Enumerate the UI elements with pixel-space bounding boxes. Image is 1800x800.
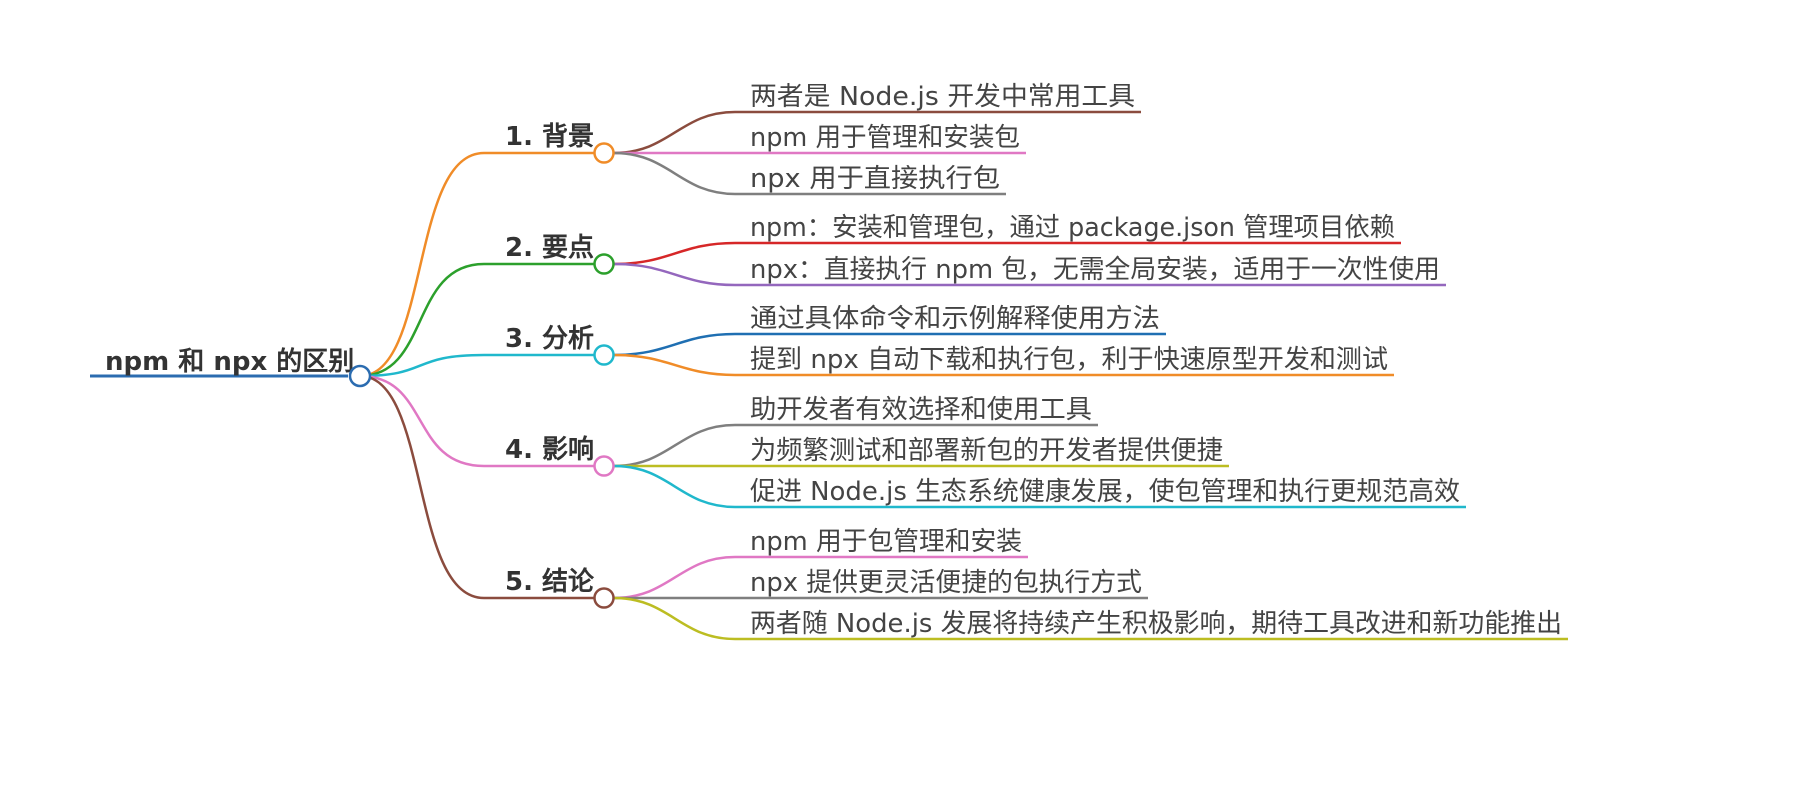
leaf-topic-label[interactable]: 促进 Node.js 生态系统健康发展，使包管理和执行更规范高效 — [750, 477, 1460, 507]
leaf-connector — [613, 423, 736, 468]
leaf-topic-label[interactable]: npx：直接执行 npm 包，无需全局安装，适用于一次性使用 — [750, 255, 1440, 285]
leaf-connector — [613, 332, 736, 357]
branch-connector — [359, 374, 485, 600]
leaf-topic-label[interactable]: 提到 npx 自动下载和执行包，利于快速原型开发和测试 — [750, 345, 1388, 375]
leaf-connector — [613, 555, 736, 600]
leaf-topic-label[interactable]: npx 用于直接执行包 — [750, 164, 1000, 194]
branch-topic-label[interactable]: 4. 影响 — [505, 434, 594, 465]
root-topic-label[interactable]: npm 和 npx 的区别 — [105, 346, 354, 377]
branch-node-circle[interactable] — [593, 253, 615, 275]
leaf-connector — [613, 241, 736, 266]
branch-topic-label[interactable]: 2. 要点 — [505, 232, 594, 263]
branch-connector — [359, 353, 485, 378]
leaf-connector — [613, 262, 736, 287]
leaf-connector — [613, 353, 736, 377]
branch-topic-label[interactable]: 3. 分析 — [505, 324, 594, 354]
leaf-topic-label[interactable]: 通过具体命令和示例解释使用方法 — [750, 304, 1160, 334]
leaf-topic-label[interactable]: npm 用于管理和安装包 — [750, 123, 1020, 153]
mind-map-nodes: npm 和 npx 的区别 1. 背景 两者是 Node.js 开发中常用工具 np… — [105, 82, 1562, 639]
leaf-topic-label[interactable]: 为频繁测试和部署新包的开发者提供便捷 — [750, 436, 1223, 466]
branch-connector — [359, 374, 485, 468]
branch-topic-label[interactable]: 1. 背景 — [505, 122, 594, 152]
leaf-connector — [613, 110, 736, 155]
branch-connector — [359, 151, 485, 378]
branch-node-circle[interactable] — [593, 587, 615, 609]
leaf-connector — [613, 464, 736, 509]
leaf-topic-label[interactable]: 助开发者有效选择和使用工具 — [750, 395, 1092, 425]
leaf-topic-label[interactable]: 两者是 Node.js 开发中常用工具 — [750, 82, 1135, 112]
branch-node-circle[interactable] — [593, 455, 615, 477]
branch-node-circle[interactable] — [593, 344, 615, 366]
leaf-connector — [613, 151, 736, 196]
branch-topic-label[interactable]: 5. 结论 — [505, 567, 595, 597]
connector-lines — [90, 110, 1568, 641]
leaf-topic-label[interactable]: 两者随 Node.js 发展将持续产生积极影响，期待工具改进和新功能推出 — [750, 609, 1562, 639]
root-node-circle[interactable] — [348, 364, 372, 388]
leaf-topic-label[interactable]: npx 提供更灵活便捷的包执行方式 — [750, 568, 1142, 598]
branch-connector — [359, 262, 485, 378]
leaf-connector — [613, 596, 736, 641]
branch-node-circle[interactable] — [593, 142, 615, 164]
leaf-topic-label[interactable]: npm 用于包管理和安装 — [750, 527, 1022, 557]
leaf-topic-label[interactable]: npm：安装和管理包，通过 package.json 管理项目依赖 — [750, 213, 1395, 243]
